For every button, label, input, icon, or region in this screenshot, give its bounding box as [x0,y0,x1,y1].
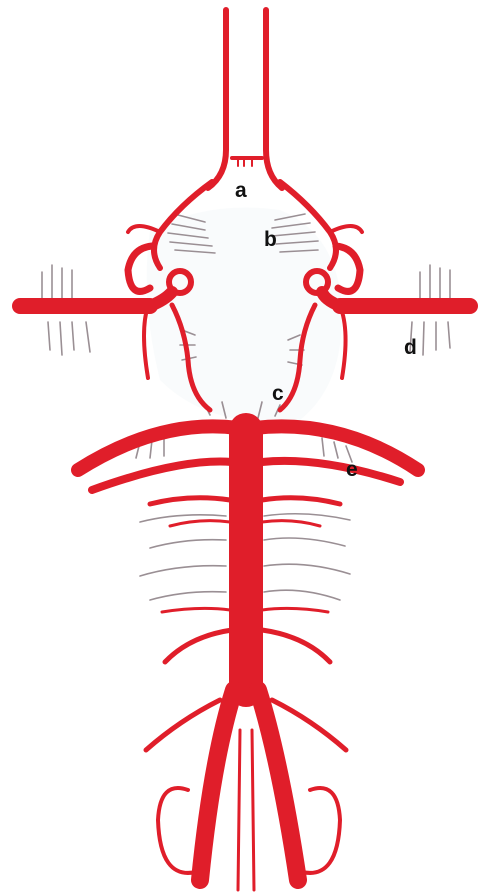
label-d: d [404,336,417,359]
anterior-spinal [238,730,240,890]
aica-left [165,630,232,662]
arterial-tree [20,10,470,890]
label-c: c [272,382,284,405]
anterior-cerebral-right [266,10,282,188]
vertebral-right [258,690,298,880]
label-b: b [264,228,277,251]
aica-right [262,630,330,662]
pica-left [146,700,220,750]
pica-right [272,700,346,750]
superior-cerebellar-left [92,462,232,490]
anterior-cerebral-left [208,10,226,188]
vertebral-left [200,690,234,880]
label-e: e [346,458,358,481]
posterior-spinal-left [158,788,196,873]
superior-cerebellar-right [262,461,400,482]
label-a: a [235,179,247,202]
posterior-spinal-right [302,788,340,873]
